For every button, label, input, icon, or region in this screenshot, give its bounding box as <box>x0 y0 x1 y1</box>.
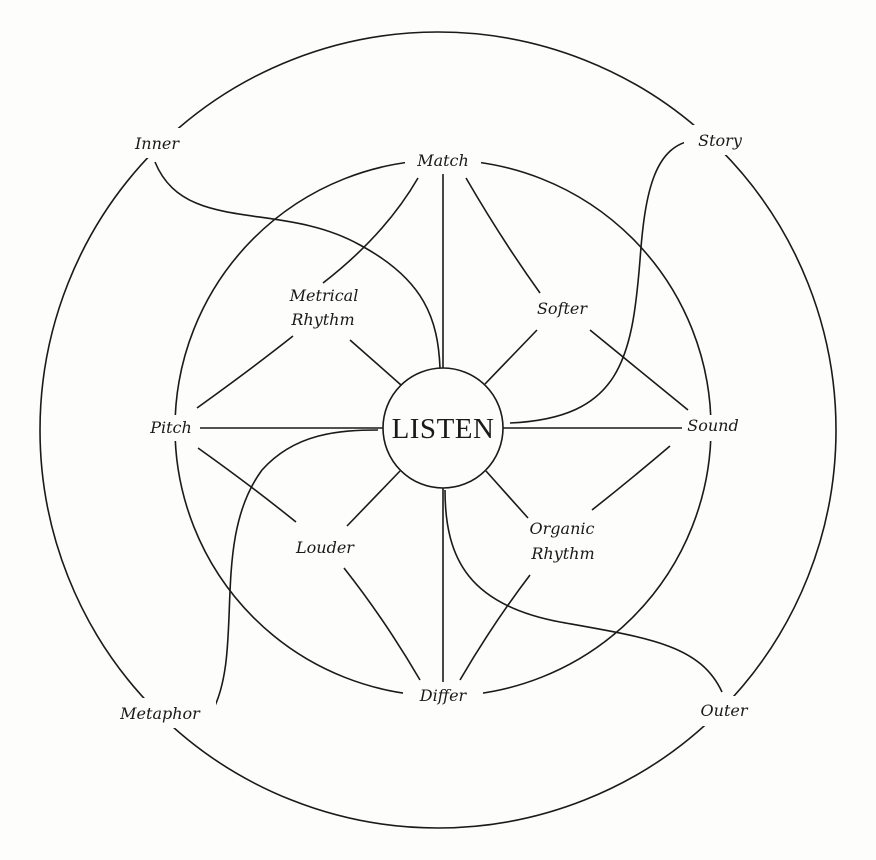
label-sound: Sound <box>687 416 738 435</box>
curve-story <box>509 139 696 424</box>
label-inner: Inner <box>134 134 180 153</box>
label-organic-rhythm: Rhythm <box>530 544 594 563</box>
label-listen: LISTEN <box>392 413 495 445</box>
label-pitch: Pitch <box>149 418 192 437</box>
label-outer: Outer <box>701 701 749 720</box>
label-metaphor: Metaphor <box>119 704 201 723</box>
curve-outer <box>444 489 723 693</box>
connector-match-metrical <box>322 177 419 284</box>
curve-inner <box>154 161 441 369</box>
connector-differ-louder <box>343 567 421 681</box>
label-softer: Softer <box>537 299 588 318</box>
connector-pitch-metrical <box>196 335 294 409</box>
connector-match-softer <box>465 177 541 294</box>
label-differ: Differ <box>419 686 468 705</box>
curve-metaphor <box>211 429 379 713</box>
connector-sound-organic <box>591 445 671 511</box>
spoke-louder <box>346 470 401 527</box>
outer-ring <box>39 31 837 829</box>
label-match: Match <box>416 151 469 170</box>
spoke-organic-rhythm <box>485 470 529 519</box>
spoke-metrical-rhythm <box>349 339 402 386</box>
connector-differ-organic <box>459 574 531 681</box>
connector-pitch-louder <box>197 447 297 523</box>
label-metrical: Metrical <box>289 286 359 305</box>
label-metrical-rhythm: Rhythm <box>290 310 354 329</box>
label-story: Story <box>698 131 743 150</box>
connector-sound-softer <box>589 329 689 411</box>
label-louder: Louder <box>295 538 355 557</box>
spoke-softer <box>484 329 538 385</box>
label-organic: Organic <box>530 519 595 538</box>
